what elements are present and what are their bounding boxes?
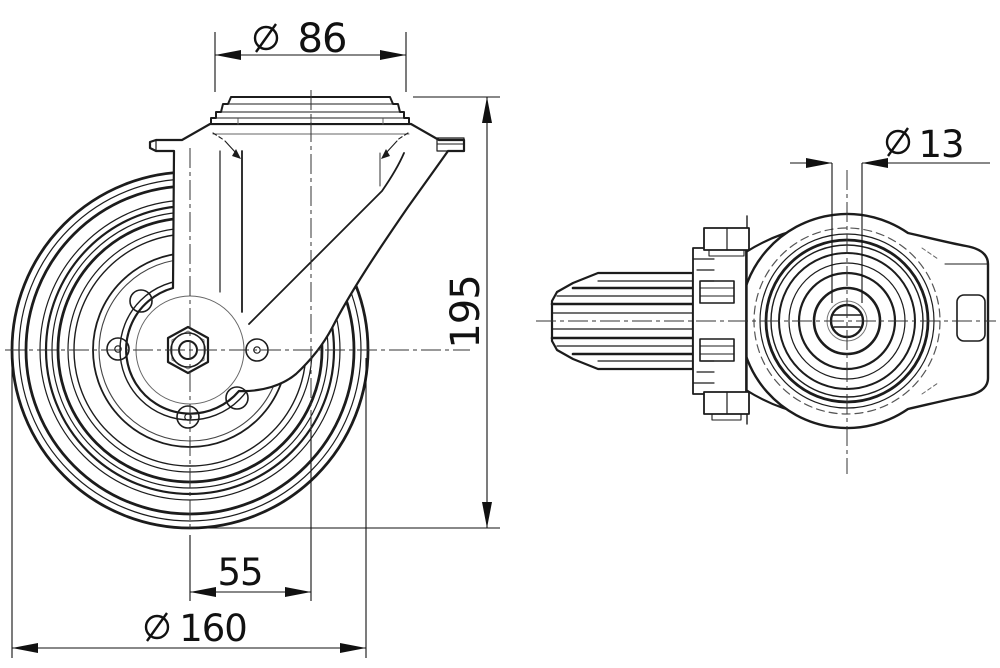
dimension-bolt-hole-diameter: 13: [790, 123, 990, 303]
dimension-value: 195: [443, 275, 489, 348]
arrowhead: [380, 50, 406, 60]
fork-silhouette: [125, 122, 466, 415]
arrowhead: [12, 643, 38, 653]
axle-nut-top: [703, 227, 750, 257]
side-view: [10, 96, 466, 530]
rivet: [106, 337, 130, 361]
mounting-tab: [699, 338, 735, 362]
rivet: [176, 405, 200, 429]
weld-mark-right: [381, 132, 409, 159]
rim-holes: [106, 289, 269, 429]
mounting-dome: [210, 96, 410, 125]
wheel-tread: [550, 271, 695, 371]
weld-mark-left: [212, 132, 241, 159]
dimension-overall-height: 195: [196, 96, 500, 529]
arrowhead: [482, 97, 492, 123]
hex-nut-chamfer: [171, 330, 205, 370]
axle-bolt-bottom: [703, 391, 750, 421]
rim-hole: [129, 289, 153, 313]
diameter-symbol-icon: [144, 612, 170, 642]
arrowhead: [190, 587, 216, 597]
arrowhead: [806, 158, 832, 168]
dimensions: 86 195 55: [11, 16, 990, 658]
arrowhead: [285, 587, 311, 597]
arrowhead: [862, 158, 888, 168]
housing-right-extension-details: [921, 247, 989, 395]
diameter-symbol-icon: [885, 127, 911, 157]
arrowhead: [482, 502, 492, 528]
arrowhead: [215, 50, 241, 60]
fork-back-leg-edge: [248, 152, 405, 325]
mounting-tab: [699, 280, 735, 304]
bolt-slot: [956, 294, 986, 342]
rim-hole: [225, 386, 249, 410]
hex-nut: [166, 325, 210, 375]
wheel-hub: [166, 325, 210, 375]
tread-ribs: [550, 280, 695, 362]
dimension-swivel-offset: 55: [189, 430, 312, 601]
dimension-plate-diameter: 86: [214, 16, 407, 92]
dimension-value: 86: [298, 16, 347, 62]
dimension-wheel-diameter: 160: [11, 358, 367, 658]
dimension-value: 160: [179, 607, 247, 650]
dimension-value: 13: [918, 123, 963, 166]
arrowhead: [340, 643, 366, 653]
dimension-value: 55: [217, 551, 262, 594]
diameter-symbol-icon: [253, 23, 279, 53]
centerlines: [5, 90, 996, 532]
swivel-fork: [125, 122, 466, 415]
